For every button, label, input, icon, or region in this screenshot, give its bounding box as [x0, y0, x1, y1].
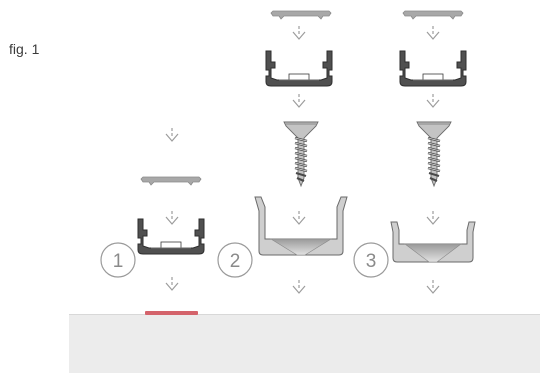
- arrow-down-icon: [165, 210, 179, 225]
- step-badge-3: 3: [353, 242, 389, 278]
- led-profile-3: [399, 50, 467, 87]
- figure-label: fig. 1: [9, 41, 40, 57]
- led-profile-2: [265, 50, 333, 87]
- arrow-down-icon: [292, 25, 306, 40]
- arrow-down-icon: [426, 25, 440, 40]
- arrow-down-icon: [426, 93, 440, 108]
- step-number: 3: [366, 251, 377, 272]
- arrow-down-icon: [165, 127, 179, 142]
- cover-lid-2: [270, 10, 332, 20]
- step-number: 1: [113, 251, 124, 272]
- arrow-down-icon: [426, 279, 440, 294]
- cover-lid-3: [402, 10, 464, 20]
- arrow-down-icon: [165, 276, 179, 291]
- step-number: 2: [230, 251, 241, 272]
- adhesive-tape-strip: [145, 311, 198, 315]
- led-profile-1: [137, 218, 205, 255]
- mounting-surface: [69, 314, 540, 373]
- mounting-base-2: [254, 196, 348, 256]
- arrow-down-icon: [292, 93, 306, 108]
- cover-lid-1: [140, 176, 202, 186]
- arrow-down-icon: [292, 279, 306, 294]
- screw-3: [415, 120, 453, 188]
- screw-2: [282, 120, 320, 188]
- step-badge-1: 1: [100, 242, 136, 278]
- arrow-down-icon: [292, 210, 306, 225]
- step-badge-2: 2: [217, 242, 253, 278]
- mounting-base-3: [390, 221, 476, 263]
- arrow-down-icon: [426, 210, 440, 225]
